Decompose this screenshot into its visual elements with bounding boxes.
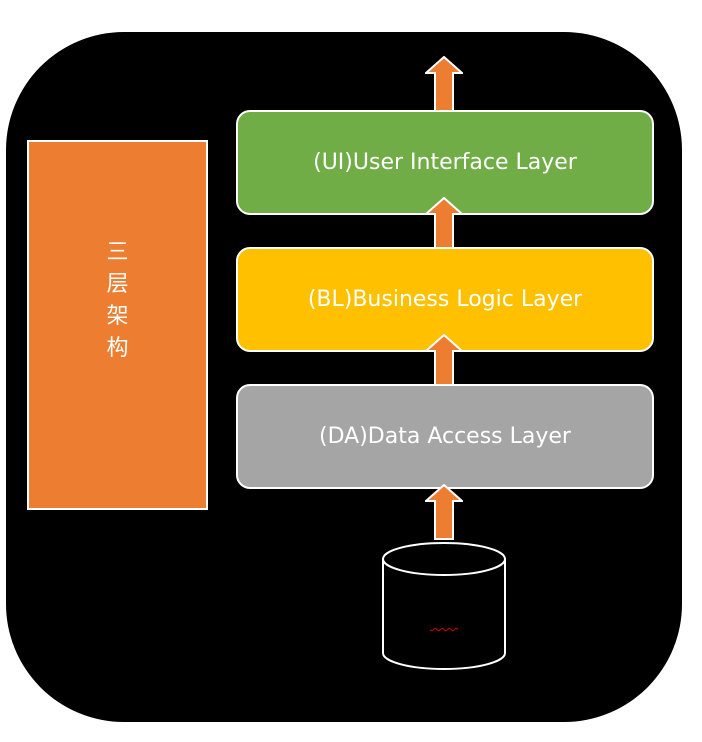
database-cylinder-icon [382, 542, 506, 670]
arrow-up-icon [425, 197, 463, 253]
ui-layer: (UI)User Interface Layer [236, 110, 654, 215]
architecture-side-bar: 三层架构 [27, 140, 208, 510]
arrow-up-icon [425, 484, 463, 540]
arrow-up-icon [425, 56, 463, 112]
database-label-text: db [430, 604, 458, 629]
da-layer-label: (DA)Data Access Layer [319, 424, 571, 449]
arrow-up-icon [425, 334, 463, 390]
data-access-layer: (DA)Data Access Layer [236, 384, 654, 489]
ui-layer-label: (UI)User Interface Layer [313, 150, 577, 175]
database-label: db [381, 604, 507, 629]
business-logic-layer: (BL)Business Logic Layer [236, 247, 654, 352]
side-bar-label: 三层架构 [106, 240, 129, 361]
bl-layer-label: (BL)Business Logic Layer [307, 287, 583, 312]
